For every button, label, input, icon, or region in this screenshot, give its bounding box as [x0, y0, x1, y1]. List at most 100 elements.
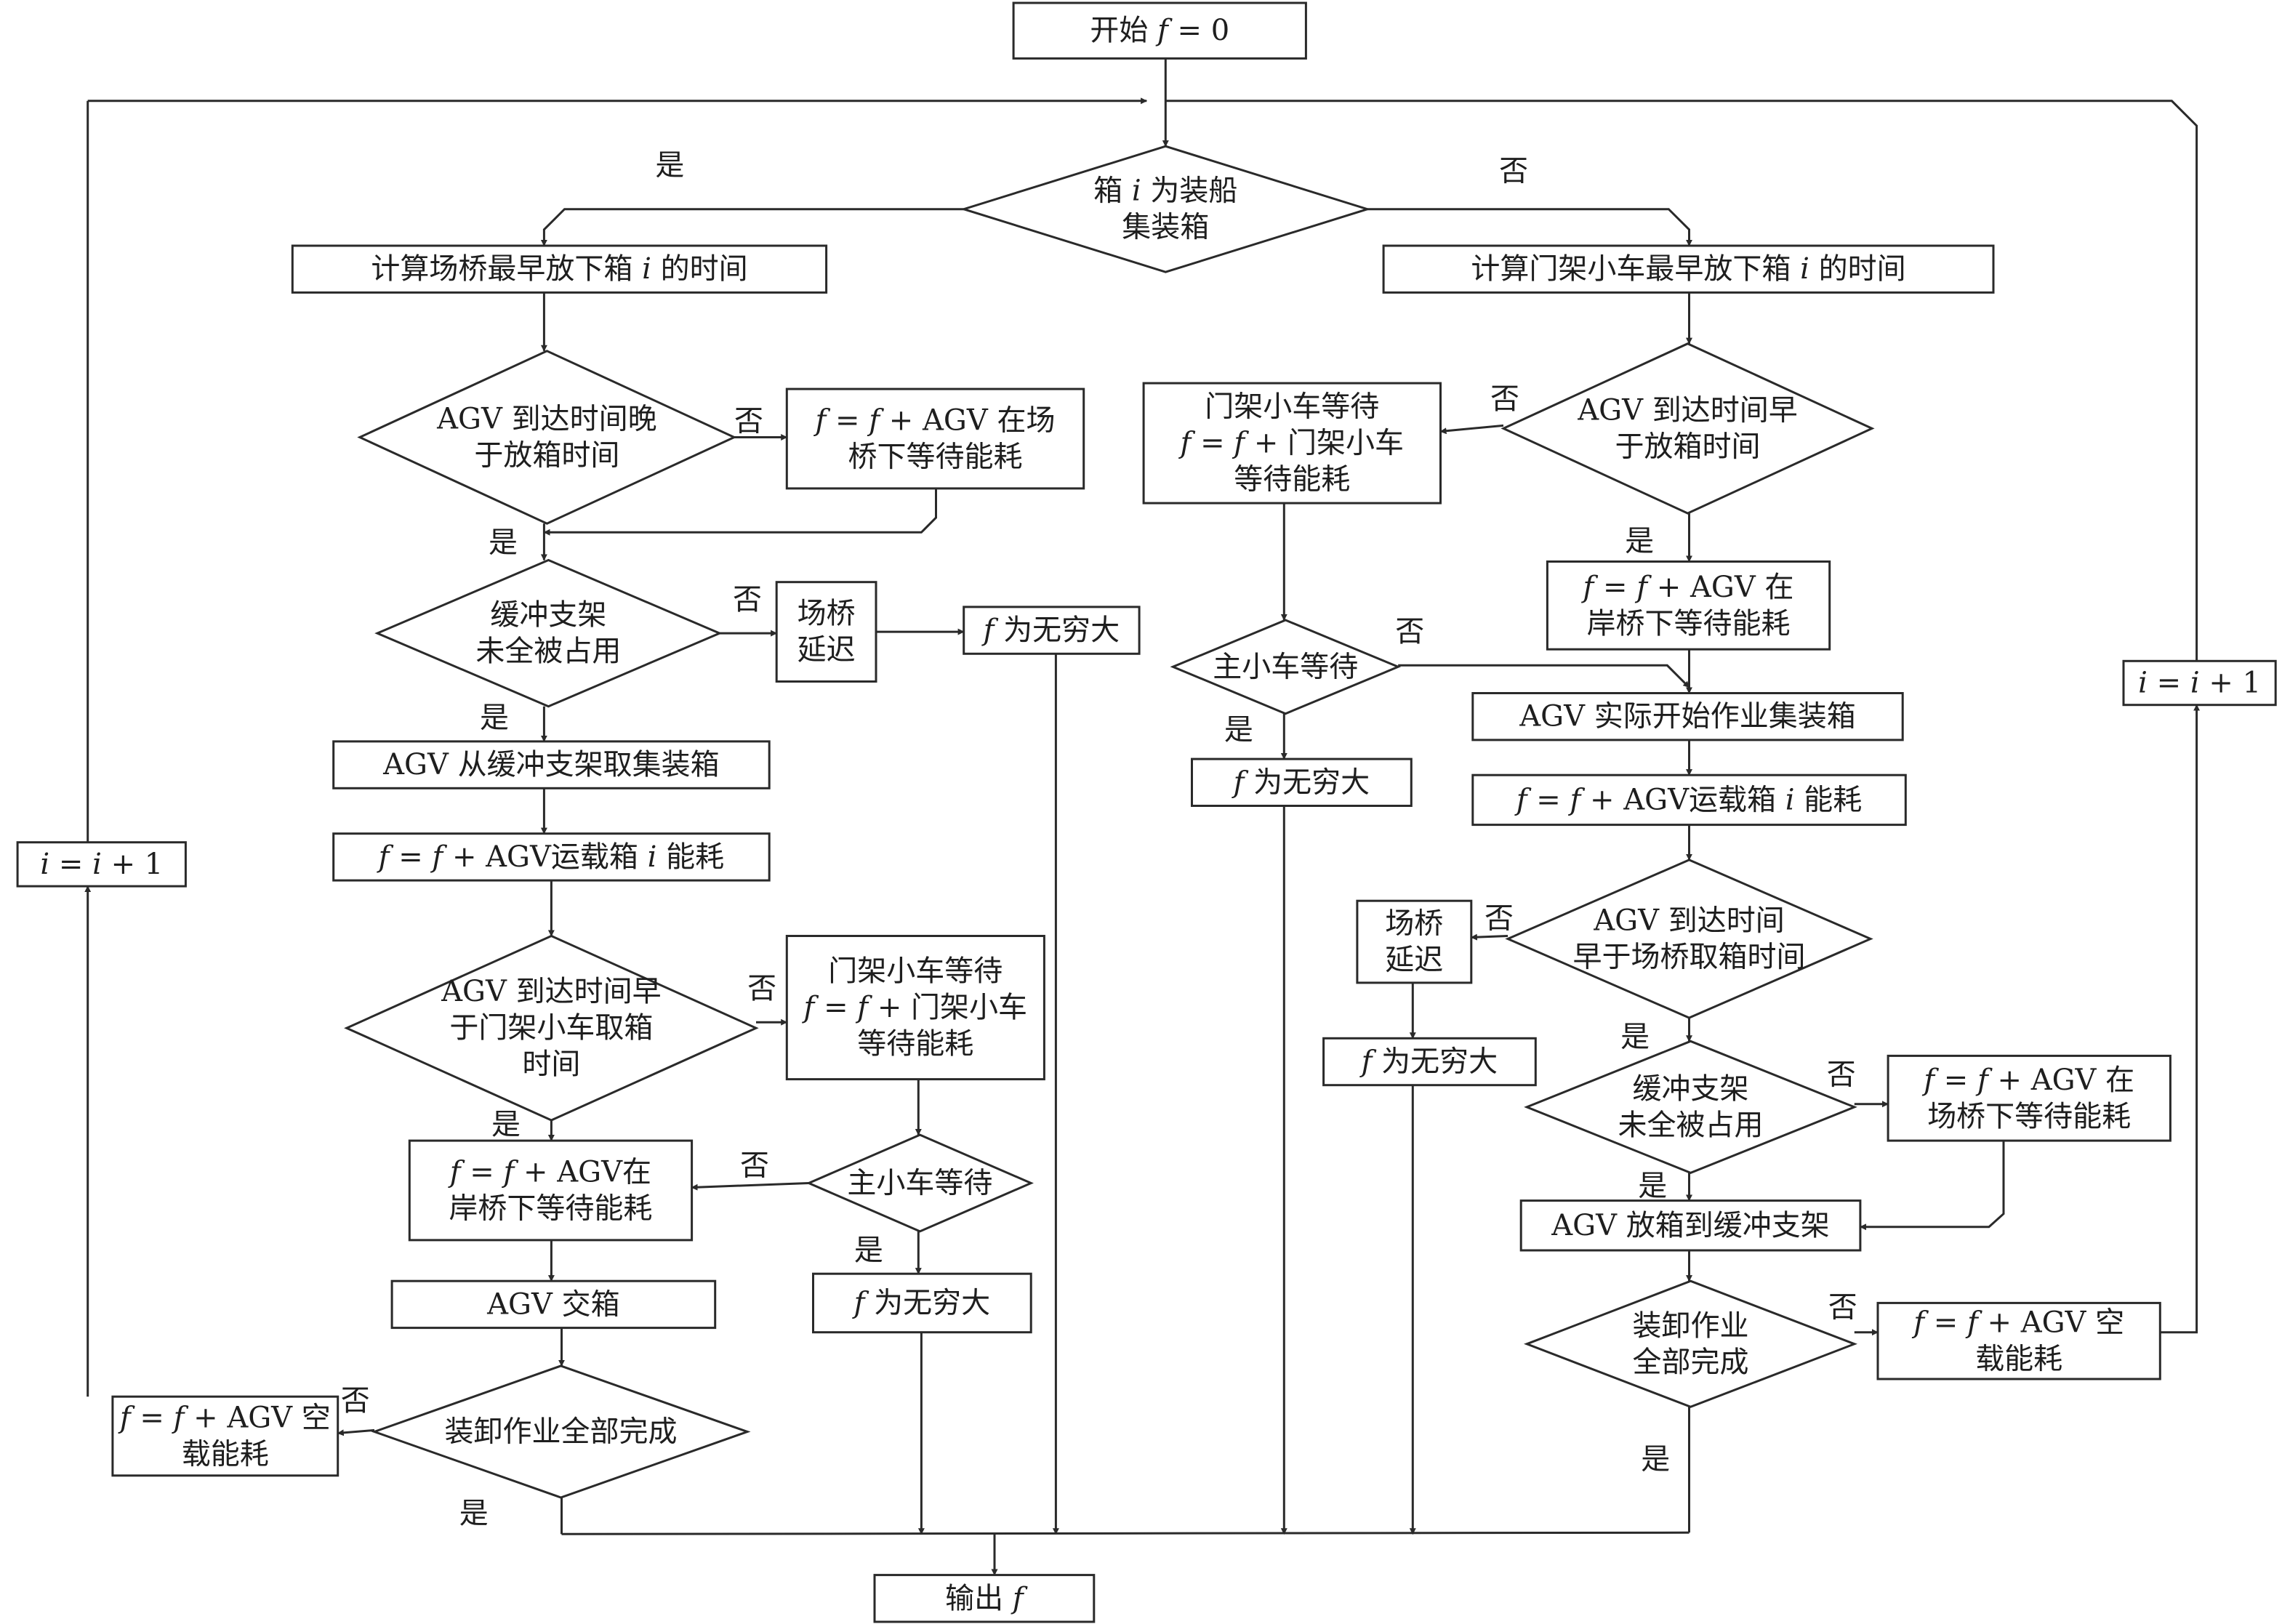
process-shape	[775, 581, 877, 683]
node-text: 𝑖 = 𝑖 + 1	[2138, 667, 2261, 700]
node-text: AGV 交箱	[486, 1287, 619, 1321]
node-text: 𝑓 = 𝑓 + AGV 在	[1581, 571, 1794, 604]
decision-shape	[1524, 1279, 1857, 1408]
process-shape	[1519, 1199, 1862, 1252]
process-shape	[812, 1272, 1032, 1334]
node-text: 𝑓 为无穷大	[981, 614, 1120, 647]
process-shape	[963, 606, 1141, 655]
node-r-d2: 主小车等待	[1170, 619, 1402, 715]
node-start: 开始 𝑓 = 0	[1012, 1, 1307, 60]
node-l-inf1: 𝑓 为无穷大	[963, 606, 1141, 655]
process-shape	[2122, 659, 2277, 707]
decision-shape	[1500, 342, 1875, 515]
edge-label-ld1-yes: 是	[489, 526, 518, 559]
node-text: 箱 𝑖 为装船	[1093, 174, 1237, 208]
node-text: 开始 𝑓 = 0	[1090, 14, 1229, 47]
node-text: 装卸作业全部完成	[445, 1415, 678, 1449]
node-text: 𝑓 为无穷大	[1359, 1045, 1498, 1079]
edge-label-ld1-no: 否	[734, 404, 763, 438]
node-text: 装卸作业	[1633, 1309, 1749, 1343]
edge-label-ld5-yes: 是	[459, 1497, 489, 1530]
connector	[2160, 704, 2201, 1334]
node-text: 主小车等待	[847, 1167, 992, 1200]
edge-labels: 是否否是否是否是否是否是否是否是否是否是否是	[341, 148, 1857, 1530]
edge-label-rd3-no: 否	[1485, 901, 1514, 935]
node-r-trans: 𝑓 = 𝑓 + AGV运载箱 𝑖 能耗	[1471, 773, 1907, 827]
process-shape	[1876, 1301, 2161, 1380]
node-l-take: AGV 从缓冲支架取集装箱	[332, 740, 771, 789]
edge-label-ld4-no: 否	[740, 1149, 769, 1182]
node-text: 计算门架小车最早放下箱 𝑖 的时间	[1471, 252, 1905, 286]
node-text: 载能耗	[1975, 1343, 2062, 1376]
node-text: 主小车等待	[1213, 650, 1358, 683]
process-shape	[1322, 1037, 1537, 1087]
node-text: 门架小车等待	[828, 954, 1003, 988]
node-text: 𝑓 = 𝑓 + AGV 空	[118, 1402, 331, 1435]
node-text: AGV 到达时间晚	[436, 403, 656, 436]
connector	[1398, 664, 1690, 688]
process-shape	[1191, 757, 1413, 807]
node-text: 𝑓 = 𝑓 + AGV 空	[1911, 1306, 2124, 1340]
connector	[1859, 1141, 2005, 1231]
node-text: 门架小车等待	[1205, 390, 1379, 424]
edge-label-rd2-yes: 是	[1224, 713, 1253, 747]
process-shape	[1471, 773, 1907, 827]
connector	[1470, 933, 1508, 941]
node-text: 场桥	[798, 597, 856, 630]
edge-label-rd2-no: 否	[1395, 615, 1424, 648]
node-text: 𝑖 = 𝑖 + 1	[40, 848, 163, 881]
node-text: 缓冲支架	[1633, 1072, 1749, 1106]
node-text: 岸桥下等待能耗	[449, 1192, 652, 1226]
decision-shape	[357, 350, 737, 525]
node-text: AGV 到达时间早	[1577, 393, 1797, 427]
node-text: 𝑓 = 𝑓 + 门架小车	[1178, 427, 1405, 460]
node-calc-yard: 计算场桥最早放下箱 𝑖 的时间	[291, 244, 828, 294]
node-text: 𝑓 = 𝑓 + AGV 在	[1921, 1064, 2134, 1097]
node-text: AGV 到达时间早	[441, 975, 661, 1008]
node-text: AGV 到达时间	[1593, 904, 1784, 938]
node-l-inf2: 𝑓 为无穷大	[812, 1272, 1032, 1334]
node-text: 于放箱时间	[1615, 430, 1761, 463]
edge-label-ship-yes: 是	[655, 148, 684, 182]
process-shape	[16, 841, 187, 888]
node-r-inf2: 𝑓 为无穷大	[1322, 1037, 1537, 1087]
process-shape	[1142, 382, 1442, 505]
connector	[691, 1182, 809, 1191]
node-text: 𝑓 为无穷大	[1232, 765, 1370, 799]
process-shape	[1471, 692, 1904, 741]
connector	[1367, 208, 1692, 246]
node-l-hand: AGV 交箱	[390, 1279, 717, 1330]
edge-label-rd4-yes: 是	[1638, 1170, 1667, 1203]
node-text: 等待能耗	[1234, 463, 1350, 497]
edge-label-rd1-no: 否	[1490, 382, 1519, 416]
process-shape	[1887, 1054, 2172, 1142]
decision-shape	[1170, 619, 1402, 715]
node-text: 𝑓 = 𝑓 + AGV运载箱 𝑖 能耗	[377, 840, 724, 874]
node-r-inc: 𝑖 = 𝑖 + 1	[2122, 659, 2277, 707]
node-text: 𝑓 = 𝑓 + AGV 在场	[813, 404, 1056, 438]
node-text: 𝑓 = 𝑓 + AGV在	[448, 1156, 651, 1189]
process-shape	[332, 740, 771, 789]
node-r-put: AGV 放箱到缓冲支架	[1519, 1199, 1862, 1252]
process-shape	[390, 1279, 717, 1330]
node-text: 于放箱时间	[474, 439, 619, 473]
node-text: 输出 𝑓	[945, 1582, 1028, 1615]
process-shape	[291, 244, 828, 294]
edge-label-ld2-yes: 是	[480, 702, 509, 735]
decision-shape	[960, 145, 1371, 273]
edge-label-ld2-no: 否	[733, 583, 762, 616]
